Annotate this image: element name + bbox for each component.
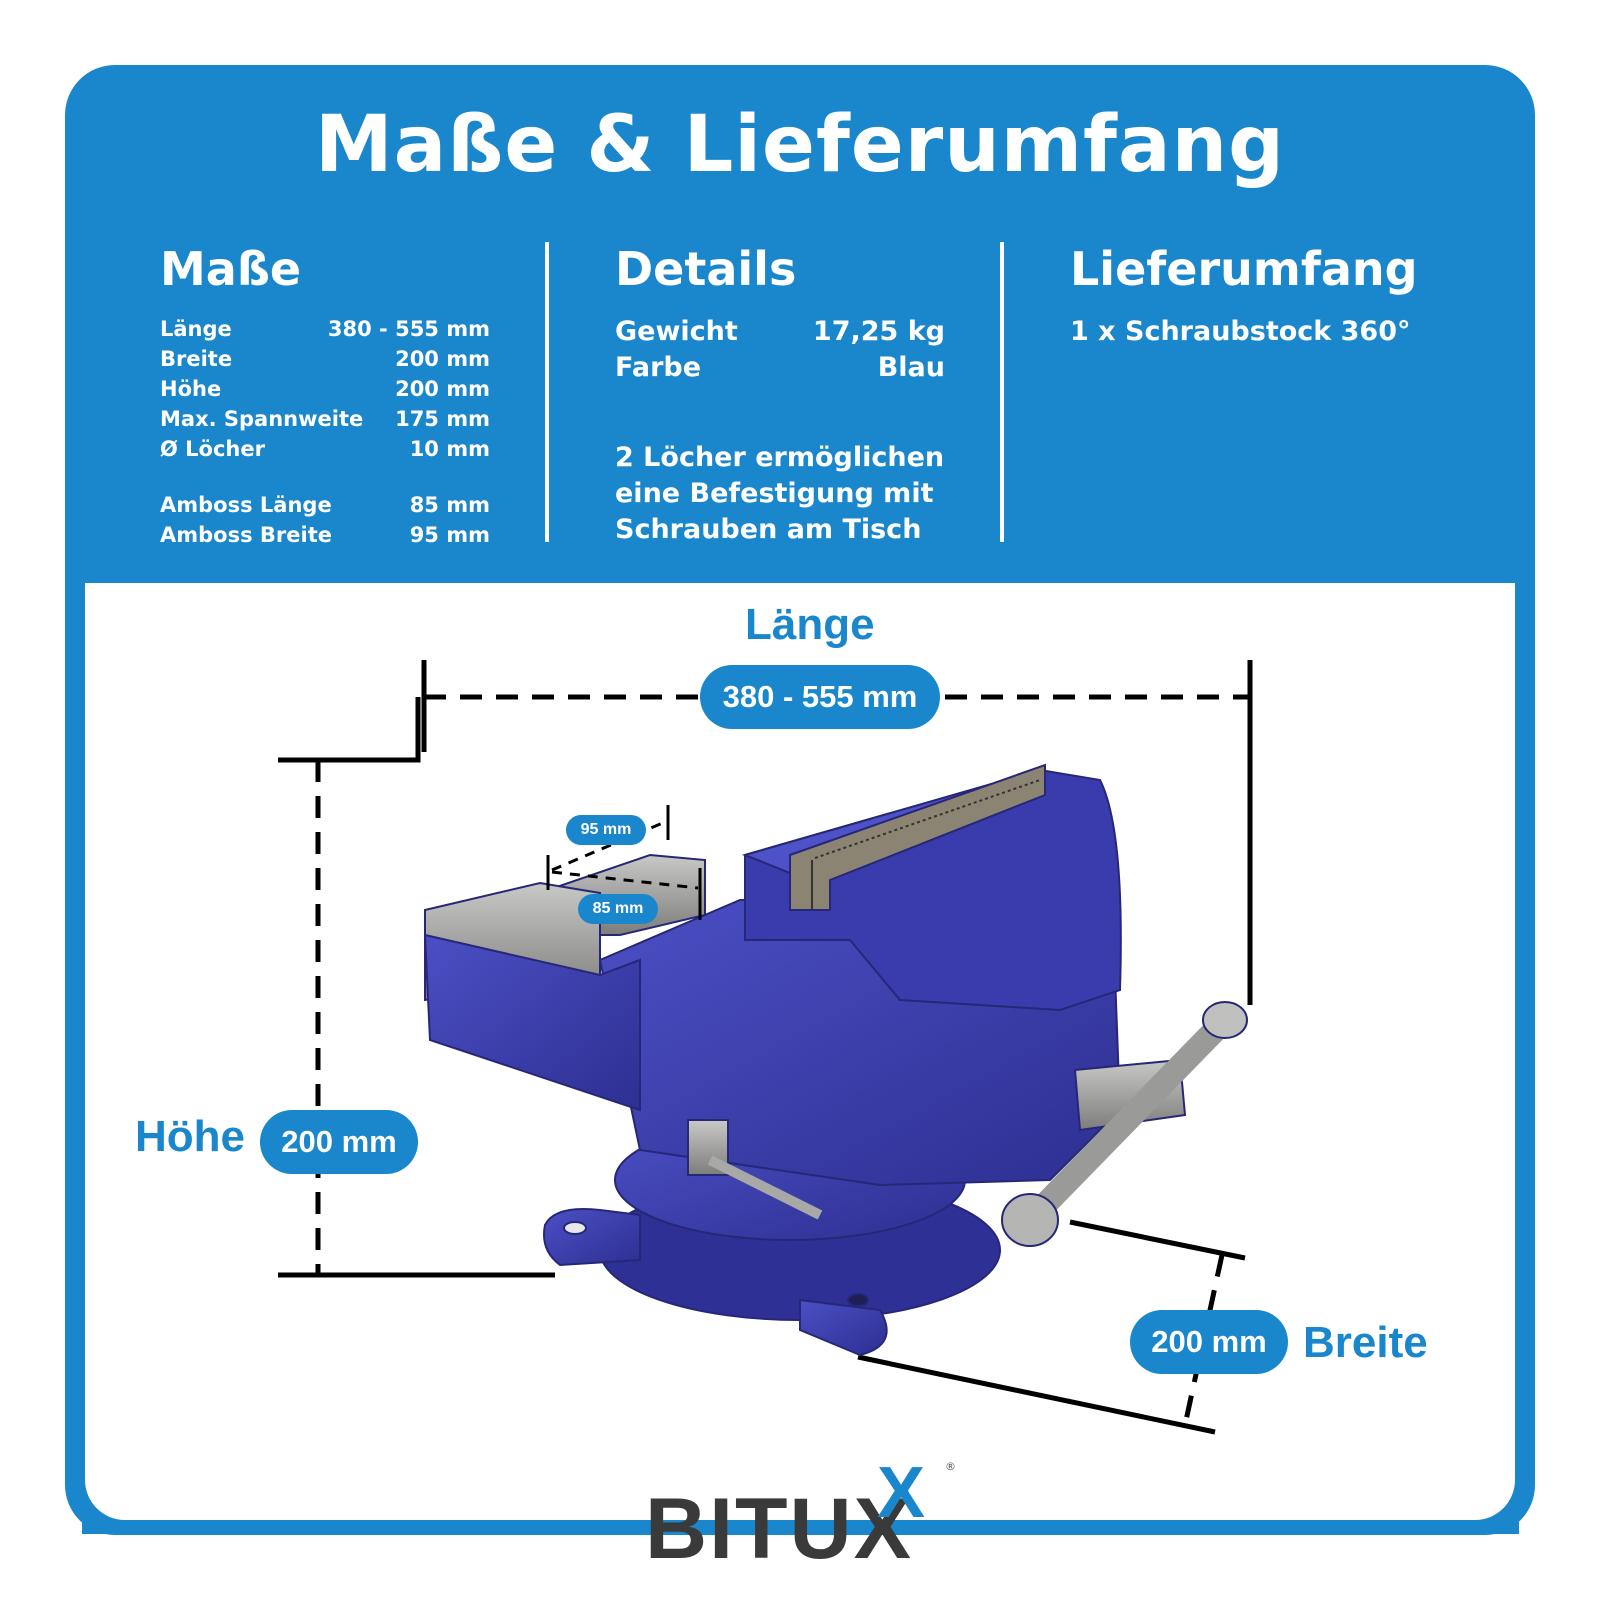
page-title: Maße & Lieferumfang <box>315 100 1285 190</box>
lieferumfang-heading: Lieferumfang <box>1070 242 1418 296</box>
breite-value-pill: 200 mm <box>1130 1310 1288 1374</box>
laenge-value-pill: 380 - 555 mm <box>700 665 940 729</box>
column-divider <box>1000 242 1004 542</box>
anvil-length-pill: 85 mm <box>578 894 658 924</box>
vise <box>423 763 1248 1357</box>
anvil-width-pill: 95 mm <box>566 815 646 845</box>
column-divider <box>545 242 549 542</box>
hoehe-dimension <box>278 760 555 1278</box>
laenge-dimension <box>278 660 1253 1005</box>
brand-accent: X <box>877 1453 926 1533</box>
bottom-bar-left <box>82 1522 582 1534</box>
lieferumfang-item: 1 x Schraubstock 360° <box>1070 316 1411 347</box>
lieferumfang-column: Lieferumfang 1 x Schraubstock 360° <box>1070 242 1418 350</box>
breite-label: Breite <box>1303 1318 1428 1367</box>
details-heading: Details <box>615 242 797 296</box>
registered-mark: ® <box>945 1460 956 1473</box>
details-note: 2 Löcher ermöglichen eine Befestigung mi… <box>615 442 945 545</box>
hoehe-label: Höhe <box>135 1112 245 1161</box>
brand-logo: BITUX X ® <box>645 1453 956 1580</box>
brand-name: BITUX <box>645 1481 913 1577</box>
laenge-label: Länge <box>745 600 875 649</box>
masse-heading: Maße <box>160 242 302 296</box>
anvil-dimension <box>546 805 702 920</box>
hoehe-value-pill: 200 mm <box>260 1110 418 1174</box>
bottom-bar-right <box>985 1522 1519 1534</box>
